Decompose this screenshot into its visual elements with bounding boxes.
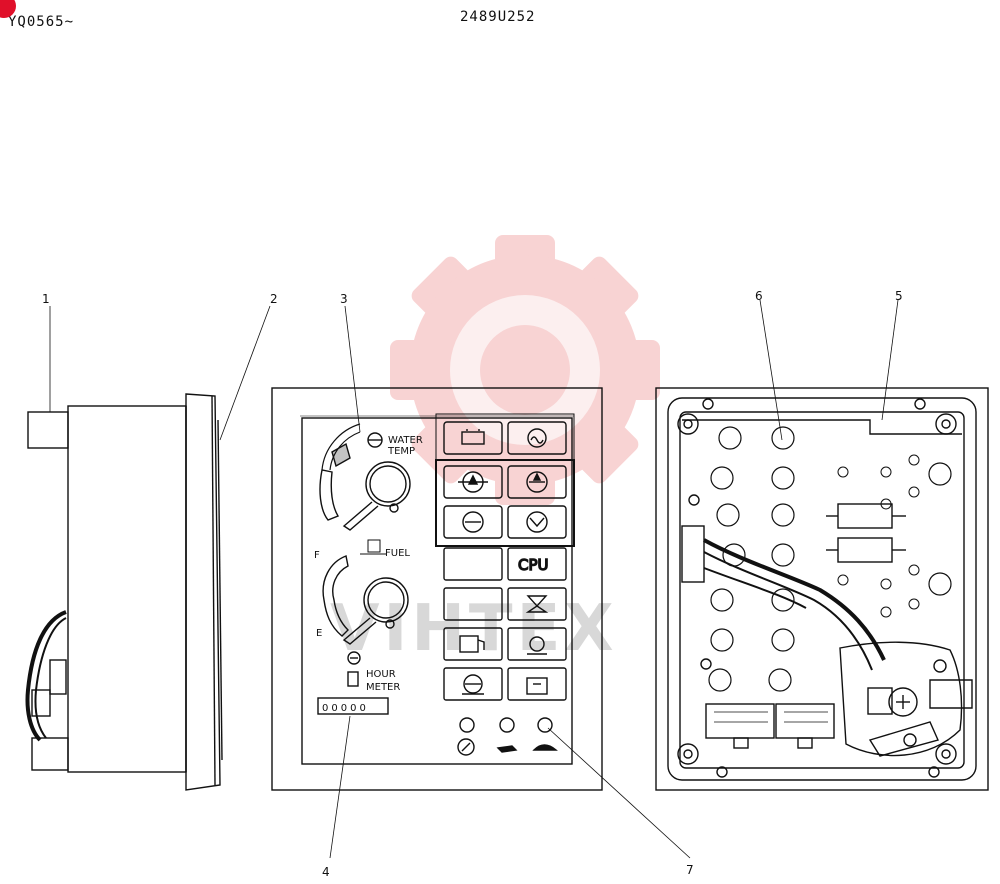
serial-range-label: YQ0565~ [8, 14, 75, 30]
cpu-lamp-label: CPU [518, 556, 549, 574]
water-label: WATER [388, 435, 423, 446]
meter-label: METER [366, 682, 400, 693]
oil-pressure-icon [458, 471, 488, 493]
leader-lines [49, 299, 899, 859]
hydraulic-icon [525, 595, 549, 613]
callout-5: 5 [895, 289, 903, 303]
pump-icon [526, 677, 548, 695]
hour-label: HOUR [366, 669, 396, 680]
callout-6: 6 [755, 289, 763, 303]
coolant-icon [526, 471, 548, 493]
callout-4: 4 [322, 865, 330, 879]
temp-label: TEMP [387, 446, 415, 457]
engine-oil-icon [527, 636, 547, 655]
fuel-empty-label: E [316, 628, 322, 639]
glow-plug-icon [527, 428, 547, 448]
rear-view [655, 387, 989, 791]
fuel-level-icon [459, 635, 485, 653]
water-sep-icon [462, 674, 484, 695]
parking-brake-icon [457, 738, 475, 756]
callout-2: 2 [270, 292, 278, 306]
fuel-full-label: F [314, 550, 320, 561]
drawing-number: 2489U252 [460, 9, 536, 25]
front-panel: CPU [271, 387, 603, 791]
logo-fragment-icon [0, 0, 16, 18]
callout-7: 7 [686, 863, 694, 877]
callout-3: 3 [340, 292, 348, 306]
hour-meter-reading: 00000 [322, 703, 369, 714]
watermark-text: VIHTEX [330, 592, 618, 666]
turtle-speed-icon [532, 744, 558, 751]
temp-warning-icon [462, 511, 484, 533]
side-view [25, 393, 223, 791]
air-filter-icon [526, 511, 548, 533]
battery-icon [461, 429, 485, 445]
fuel-label: FUEL [385, 548, 410, 559]
callout-1: 1 [42, 292, 50, 306]
watermark-gear-icon [390, 235, 660, 505]
rabbit-speed-icon [496, 745, 518, 753]
